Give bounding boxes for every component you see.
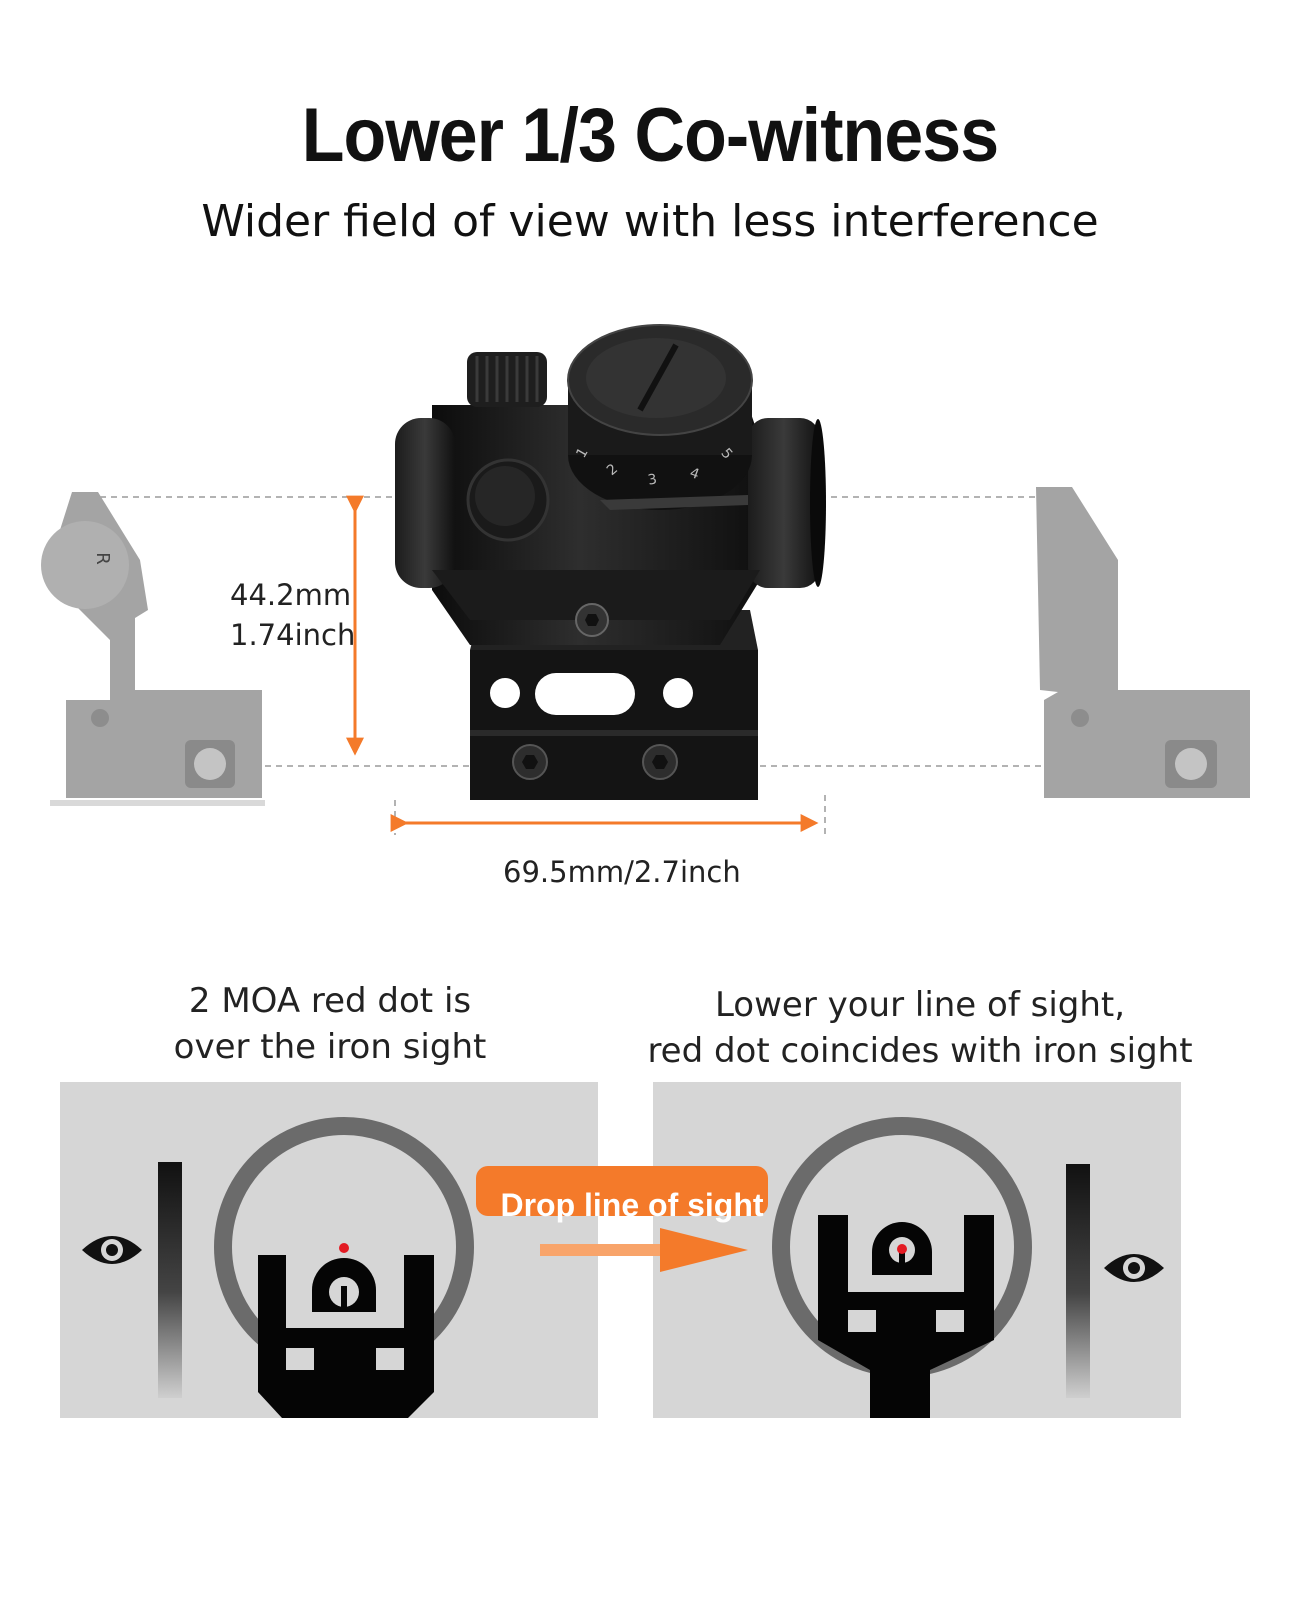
height-inch-label: 1.74inch (230, 618, 356, 652)
rear-sight-marking: R (91, 552, 113, 565)
height-mm-label: 44.2mm (230, 578, 352, 612)
right-red-dot (897, 1244, 907, 1254)
length-label: 69.5mm/2.7inch (503, 855, 741, 889)
rear-iron-sight (41, 492, 265, 806)
red-dot-sight (395, 324, 826, 800)
drop-line-badge-label: Drop line of sight (500, 1187, 764, 1223)
left-caption-line2: over the iron sight (173, 1027, 487, 1067)
front-iron-sight (1036, 487, 1250, 798)
right-caption-line2: red dot coincides with iron sight (647, 1031, 1193, 1071)
left-front-post (158, 1162, 182, 1398)
drop-line-arrow (540, 1228, 748, 1272)
right-caption: Lower your line of sight, red dot coinci… (640, 982, 1200, 1074)
page-title: Lower 1/3 Co-witness (301, 93, 999, 178)
left-caption-line1: 2 MOA red dot is (188, 981, 472, 1021)
right-caption-line1: Lower your line of sight, (714, 985, 1126, 1025)
left-red-dot (339, 1243, 349, 1253)
right-eye-icon (1104, 1254, 1164, 1282)
right-front-post (1066, 1164, 1090, 1398)
left-caption: 2 MOA red dot is over the iron sight (80, 978, 580, 1070)
page-subtitle: Wider field of view with less interferen… (201, 196, 1099, 247)
drop-line-badge (476, 1166, 768, 1216)
reference-lines (100, 496, 1045, 835)
left-eye-icon (82, 1236, 142, 1264)
